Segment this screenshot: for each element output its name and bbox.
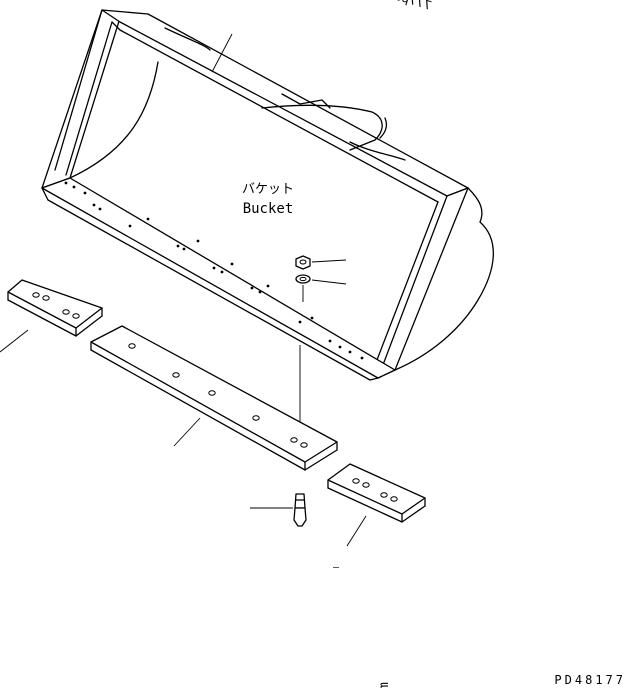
bottom-mark: m — [377, 682, 392, 688]
bolt — [250, 493, 307, 527]
right-end-bit — [327, 463, 426, 547]
bucket-label-en: Bucket — [243, 201, 294, 217]
lip-bolt-holes — [64, 181, 364, 360]
bucket-front-lip — [41, 177, 396, 379]
bucket-leader-line — [211, 33, 233, 73]
bucket-right-side — [377, 187, 469, 379]
bucket-left-side — [41, 9, 121, 189]
bucket — [41, 9, 494, 381]
washer — [295, 274, 347, 285]
nut — [295, 255, 347, 270]
left-end-bit — [0, 279, 103, 353]
watermark-text: 777parts.com — [350, 0, 434, 13]
center-cutting-edge — [90, 325, 338, 471]
drawing-code: PD48177 — [554, 673, 626, 687]
small-dash: – — [333, 562, 340, 573]
bucket-top-rail — [101, 9, 469, 197]
bucket-label-jp: バケット — [242, 182, 294, 197]
